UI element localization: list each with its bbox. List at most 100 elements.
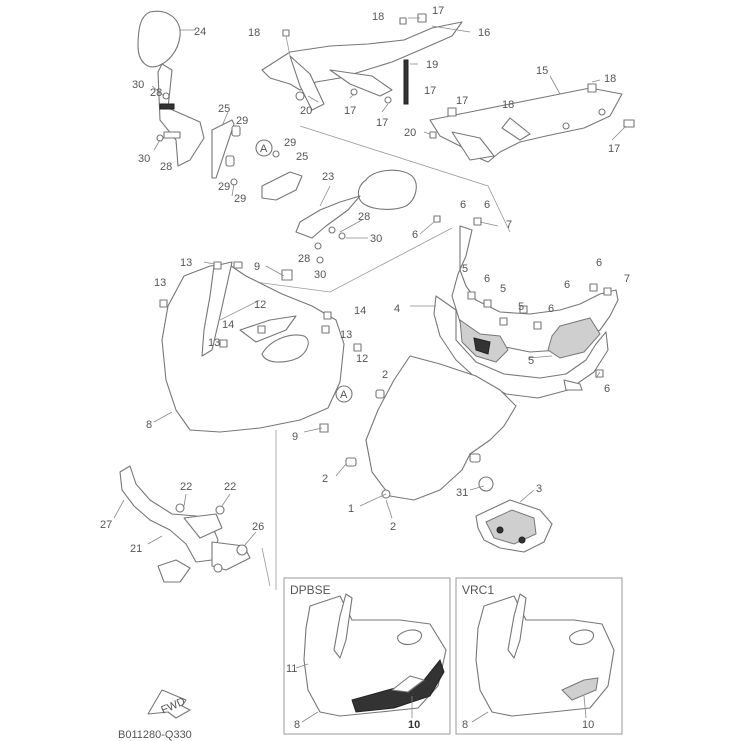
callout-3: 3 bbox=[536, 483, 542, 495]
callout-29: 29 bbox=[284, 137, 296, 149]
callout-9: 9 bbox=[254, 261, 260, 273]
callout-9: 9 bbox=[292, 431, 298, 443]
inset-title-dpbse: DPBSE bbox=[290, 583, 331, 597]
callout-13: 13 bbox=[340, 329, 352, 341]
inner-panel-15[interactable] bbox=[429, 87, 623, 163]
panel-3[interactable] bbox=[475, 499, 553, 553]
screws-15 bbox=[429, 83, 635, 139]
callout-13: 13 bbox=[154, 277, 166, 289]
front-cowling-8[interactable] bbox=[161, 261, 345, 433]
callout-17: 17 bbox=[376, 117, 388, 129]
callout-22: 22 bbox=[224, 481, 236, 493]
callout-28: 28 bbox=[298, 253, 310, 265]
callout-13: 13 bbox=[180, 257, 192, 269]
inset-vrc1 bbox=[455, 577, 623, 735]
callout-2: 2 bbox=[390, 521, 396, 533]
callout-28: 28 bbox=[358, 211, 370, 223]
callout-16: 16 bbox=[478, 27, 490, 39]
callout-22: 22 bbox=[180, 481, 192, 493]
callout-6: 6 bbox=[564, 279, 570, 291]
callout-25: 25 bbox=[296, 151, 308, 163]
callout-23: 23 bbox=[322, 171, 334, 183]
callout-15: 15 bbox=[536, 65, 548, 77]
callout-12: 12 bbox=[254, 299, 266, 311]
callout-6: 6 bbox=[548, 303, 554, 315]
callout-5: 5 bbox=[462, 263, 468, 275]
callout-18: 18 bbox=[372, 11, 384, 23]
callout-29: 29 bbox=[218, 181, 230, 193]
callout-2: 2 bbox=[382, 369, 388, 381]
windshield-hardware bbox=[345, 389, 494, 499]
callout-17: 17 bbox=[608, 143, 620, 155]
callout-a: A bbox=[340, 389, 348, 401]
callout-6: 6 bbox=[412, 229, 418, 241]
callout-30: 30 bbox=[370, 233, 382, 245]
callout-18: 18 bbox=[248, 27, 260, 39]
callout-14: 14 bbox=[354, 305, 366, 317]
stay-21[interactable] bbox=[119, 465, 251, 583]
callout-12: 12 bbox=[356, 353, 368, 365]
callout-18: 18 bbox=[604, 73, 616, 85]
callout-28: 28 bbox=[150, 87, 162, 99]
diagram-code: B011280-Q330 bbox=[118, 729, 192, 741]
callout-4: 4 bbox=[394, 303, 400, 315]
callout-17: 17 bbox=[432, 5, 444, 17]
callout-5: 5 bbox=[528, 355, 534, 367]
callout-a: A bbox=[260, 143, 268, 155]
callout-1: 1 bbox=[348, 503, 354, 515]
bracket-stay bbox=[211, 111, 241, 179]
inset-callout-10: 10 bbox=[582, 719, 594, 731]
callout-19: 19 bbox=[426, 59, 438, 71]
callout-29: 29 bbox=[234, 193, 246, 205]
front-cowl-4[interactable] bbox=[433, 225, 619, 399]
callout-30: 30 bbox=[314, 269, 326, 281]
inset-labels: DPBSE 11 8 10 VRC1 8 10 bbox=[286, 583, 594, 731]
callout-6: 6 bbox=[460, 199, 466, 211]
leader-lines bbox=[113, 17, 627, 590]
callout-7: 7 bbox=[624, 273, 630, 285]
callout-17: 17 bbox=[344, 105, 356, 117]
inset-callout-8: 8 bbox=[462, 719, 468, 731]
callout-labels: 24 18 18 17 16 19 15 18 30 28 20 17 17 1… bbox=[100, 5, 630, 555]
callout-14: 14 bbox=[222, 319, 234, 331]
callout-18: 18 bbox=[502, 99, 514, 111]
callout-31: 31 bbox=[456, 487, 468, 499]
callout-30: 30 bbox=[138, 153, 150, 165]
callout-6: 6 bbox=[596, 257, 602, 269]
callout-2: 2 bbox=[322, 473, 328, 485]
cowl-4-hardware bbox=[433, 215, 612, 378]
callout-29: 29 bbox=[236, 115, 248, 127]
callout-27: 27 bbox=[100, 519, 112, 531]
callout-5: 5 bbox=[518, 301, 524, 313]
callout-7: 7 bbox=[506, 219, 512, 231]
callout-17: 17 bbox=[456, 95, 468, 107]
callout-24: 24 bbox=[194, 26, 206, 38]
mirror-left[interactable] bbox=[137, 10, 205, 167]
callout-20: 20 bbox=[300, 105, 312, 117]
callout-13: 13 bbox=[208, 337, 220, 349]
callout-17: 17 bbox=[424, 85, 436, 97]
fwd-arrow-icon bbox=[147, 689, 191, 719]
callout-6: 6 bbox=[484, 199, 490, 211]
callout-6: 6 bbox=[604, 383, 610, 395]
inset-dpbse bbox=[283, 577, 451, 735]
callout-21: 21 bbox=[130, 543, 142, 555]
callout-25: 25 bbox=[218, 103, 230, 115]
windshield-1[interactable] bbox=[365, 355, 517, 501]
mirror-right[interactable] bbox=[230, 150, 417, 264]
inset-callout-10: 10 bbox=[408, 719, 420, 731]
reference-marker-a bbox=[255, 139, 273, 157]
inner-panel-16[interactable] bbox=[261, 21, 463, 111]
inset-callout-8: 8 bbox=[294, 719, 300, 731]
callout-6: 6 bbox=[484, 273, 490, 285]
callout-28: 28 bbox=[160, 161, 172, 173]
callout-26: 26 bbox=[252, 521, 264, 533]
cowling-8-hardware bbox=[159, 261, 362, 433]
inset-callout-11: 11 bbox=[286, 663, 297, 675]
reference-marker-a bbox=[335, 385, 353, 403]
hardware-left-mirror bbox=[151, 85, 181, 151]
callout-8: 8 bbox=[146, 419, 152, 431]
inset-title-vrc1: VRC1 bbox=[462, 583, 494, 597]
callout-30: 30 bbox=[132, 79, 144, 91]
